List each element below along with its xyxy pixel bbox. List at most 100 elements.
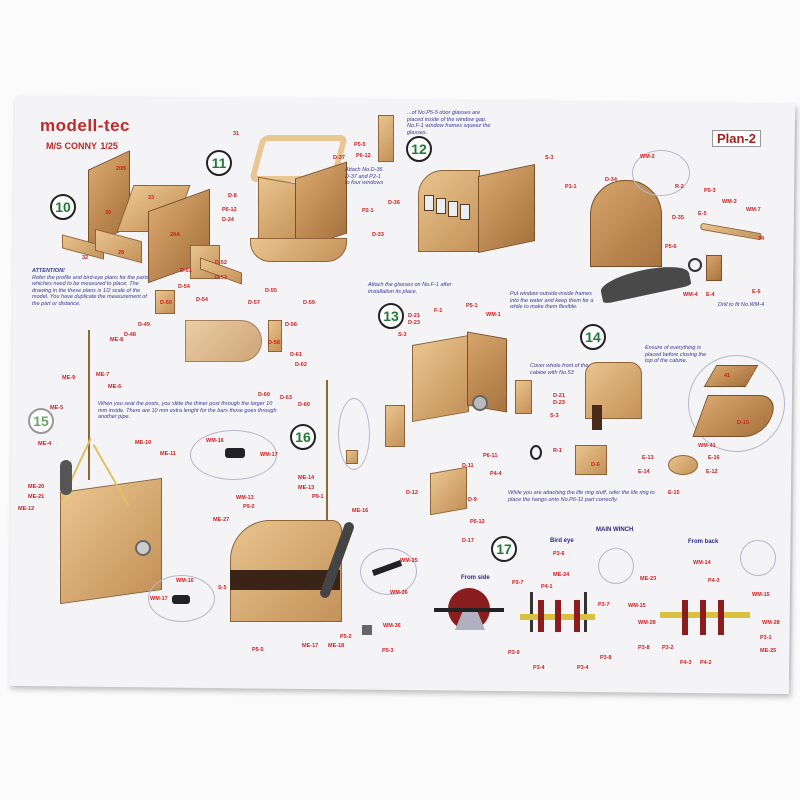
funnel (60, 460, 72, 495)
brand-logo: modell-tec (40, 116, 131, 135)
part-label: P5-6 (665, 244, 677, 250)
part-label: D-21 (408, 313, 420, 319)
part-label: D-57 (248, 300, 260, 306)
part-label: E-5 (698, 211, 707, 217)
winch-frame (584, 592, 587, 632)
part-label: D-15 (737, 420, 749, 426)
part-label: P4-2 (700, 660, 712, 666)
cover-front-note: Cover whole front of the cabine with No.… (530, 363, 589, 376)
detail-circle (632, 150, 690, 196)
window (460, 204, 470, 220)
attach-windows-note: Attach No.D-36 D-37 and P2-1 to four win… (345, 167, 384, 186)
part-label: ME-18 (328, 643, 345, 649)
part-label: ME-8 (110, 337, 124, 343)
part-label: D-12 (406, 490, 418, 496)
part-label: ME-11 (160, 451, 176, 457)
part-label: S-5 (218, 585, 227, 591)
part-label: E-15 (668, 490, 680, 496)
ensure-note: Ensure of everything is placed before cl… (645, 345, 707, 364)
part-label: WM-41 (698, 443, 716, 449)
detail-circle-wm15 (740, 540, 776, 576)
part-label: P3-9 (508, 650, 520, 656)
winch-drum (555, 600, 561, 632)
part-label: P6-12 (470, 519, 485, 525)
part-label: P3-7 (598, 602, 610, 608)
model-scale: 1/25 (100, 141, 118, 151)
part-label: P5-5 (354, 142, 366, 148)
part-label: D-54 (196, 297, 208, 303)
life-ring (472, 395, 488, 411)
part-label: P3-7 (512, 580, 524, 586)
part-label: WM-13 (236, 495, 254, 501)
part-label: D-34 (605, 177, 617, 183)
detail-circle-wm13 (598, 548, 634, 584)
step-15-badge: 15 (28, 408, 54, 434)
attention-text: Refer the profile and bird-eye plans for… (32, 274, 149, 307)
part-label: P9-2 (243, 504, 255, 510)
step-12-cabin-side (478, 163, 535, 254)
winch-axle-side (434, 608, 504, 612)
table-chairs (668, 455, 698, 475)
step-11-badge: 11 (206, 150, 232, 176)
detail-circle-post (338, 398, 370, 470)
part-label: WM-3 (722, 199, 737, 205)
winch-drum (718, 600, 724, 635)
part-wm16b (172, 595, 190, 604)
part-label: 34 (758, 236, 765, 242)
part-label: D-17 (462, 538, 474, 544)
post-base (346, 450, 358, 464)
winch-frame (530, 592, 533, 632)
part-label: ME-14 (298, 475, 315, 481)
part-label: P3-4 (577, 665, 589, 671)
part-label: ME-23 (640, 576, 657, 582)
part-label: ME-21 (28, 494, 45, 500)
part-label: ME-9 (62, 375, 76, 381)
step-10-badge: 10 (50, 194, 76, 220)
part-label: P4-3 (708, 578, 720, 584)
part-label: P6-12 (356, 153, 371, 159)
step-12-badge: 12 (406, 136, 432, 162)
step-13-badge: 13 (378, 303, 404, 329)
part-label: ME-4 (38, 441, 52, 447)
detail-circle-wm25 (360, 548, 417, 595)
part-d12 (385, 405, 405, 447)
winch-drum (700, 600, 706, 635)
part-label: ME-27 (213, 517, 230, 523)
part-label: D-52 (215, 260, 227, 266)
part-label: D-11 (462, 463, 474, 469)
part-label: E-6 (752, 289, 761, 295)
part-label: P3-6 (553, 551, 565, 557)
model-title: M/S CONNY (46, 141, 98, 151)
step-12-part-e4 (706, 255, 722, 281)
part-label: D-60 (258, 392, 270, 398)
part-d6 (575, 445, 607, 475)
part-label: S-3 (398, 332, 407, 338)
part-label: 28A (170, 232, 181, 238)
part-label: D-48 (124, 332, 136, 338)
window (424, 195, 434, 211)
part-label: 28 (118, 250, 125, 256)
winch-drum (538, 600, 544, 632)
part-label: WM-16 (176, 578, 194, 584)
step-13-cabin-side (412, 334, 469, 423)
part-label: ME-24 (553, 572, 570, 578)
part-label: ME-10 (135, 440, 152, 446)
from-back-title: From back (688, 539, 719, 545)
part-d56 (268, 320, 282, 352)
part-label: E-4 (706, 292, 715, 298)
part-label: ME-5 (50, 405, 64, 411)
part-label: P3-4 (533, 665, 545, 671)
part-label: P3-1 (760, 635, 772, 641)
detail-circle-wm16b (148, 575, 215, 622)
part-label: S-3 (545, 155, 554, 161)
part-label: P4-3 (680, 660, 692, 666)
mast (88, 330, 90, 480)
part-deck-panel (185, 320, 262, 362)
part-label: WM-28 (638, 620, 656, 626)
attention-note: ATTENTION!Refer the profile and bird-eye… (32, 268, 150, 307)
step-17-badge: 17 (491, 536, 517, 562)
attach-glasses-note: Attach the glasses on No.F-1 after insta… (368, 282, 452, 295)
part-d9 (430, 466, 467, 516)
winch-stand (455, 608, 485, 630)
part-label: 31 (233, 131, 240, 137)
